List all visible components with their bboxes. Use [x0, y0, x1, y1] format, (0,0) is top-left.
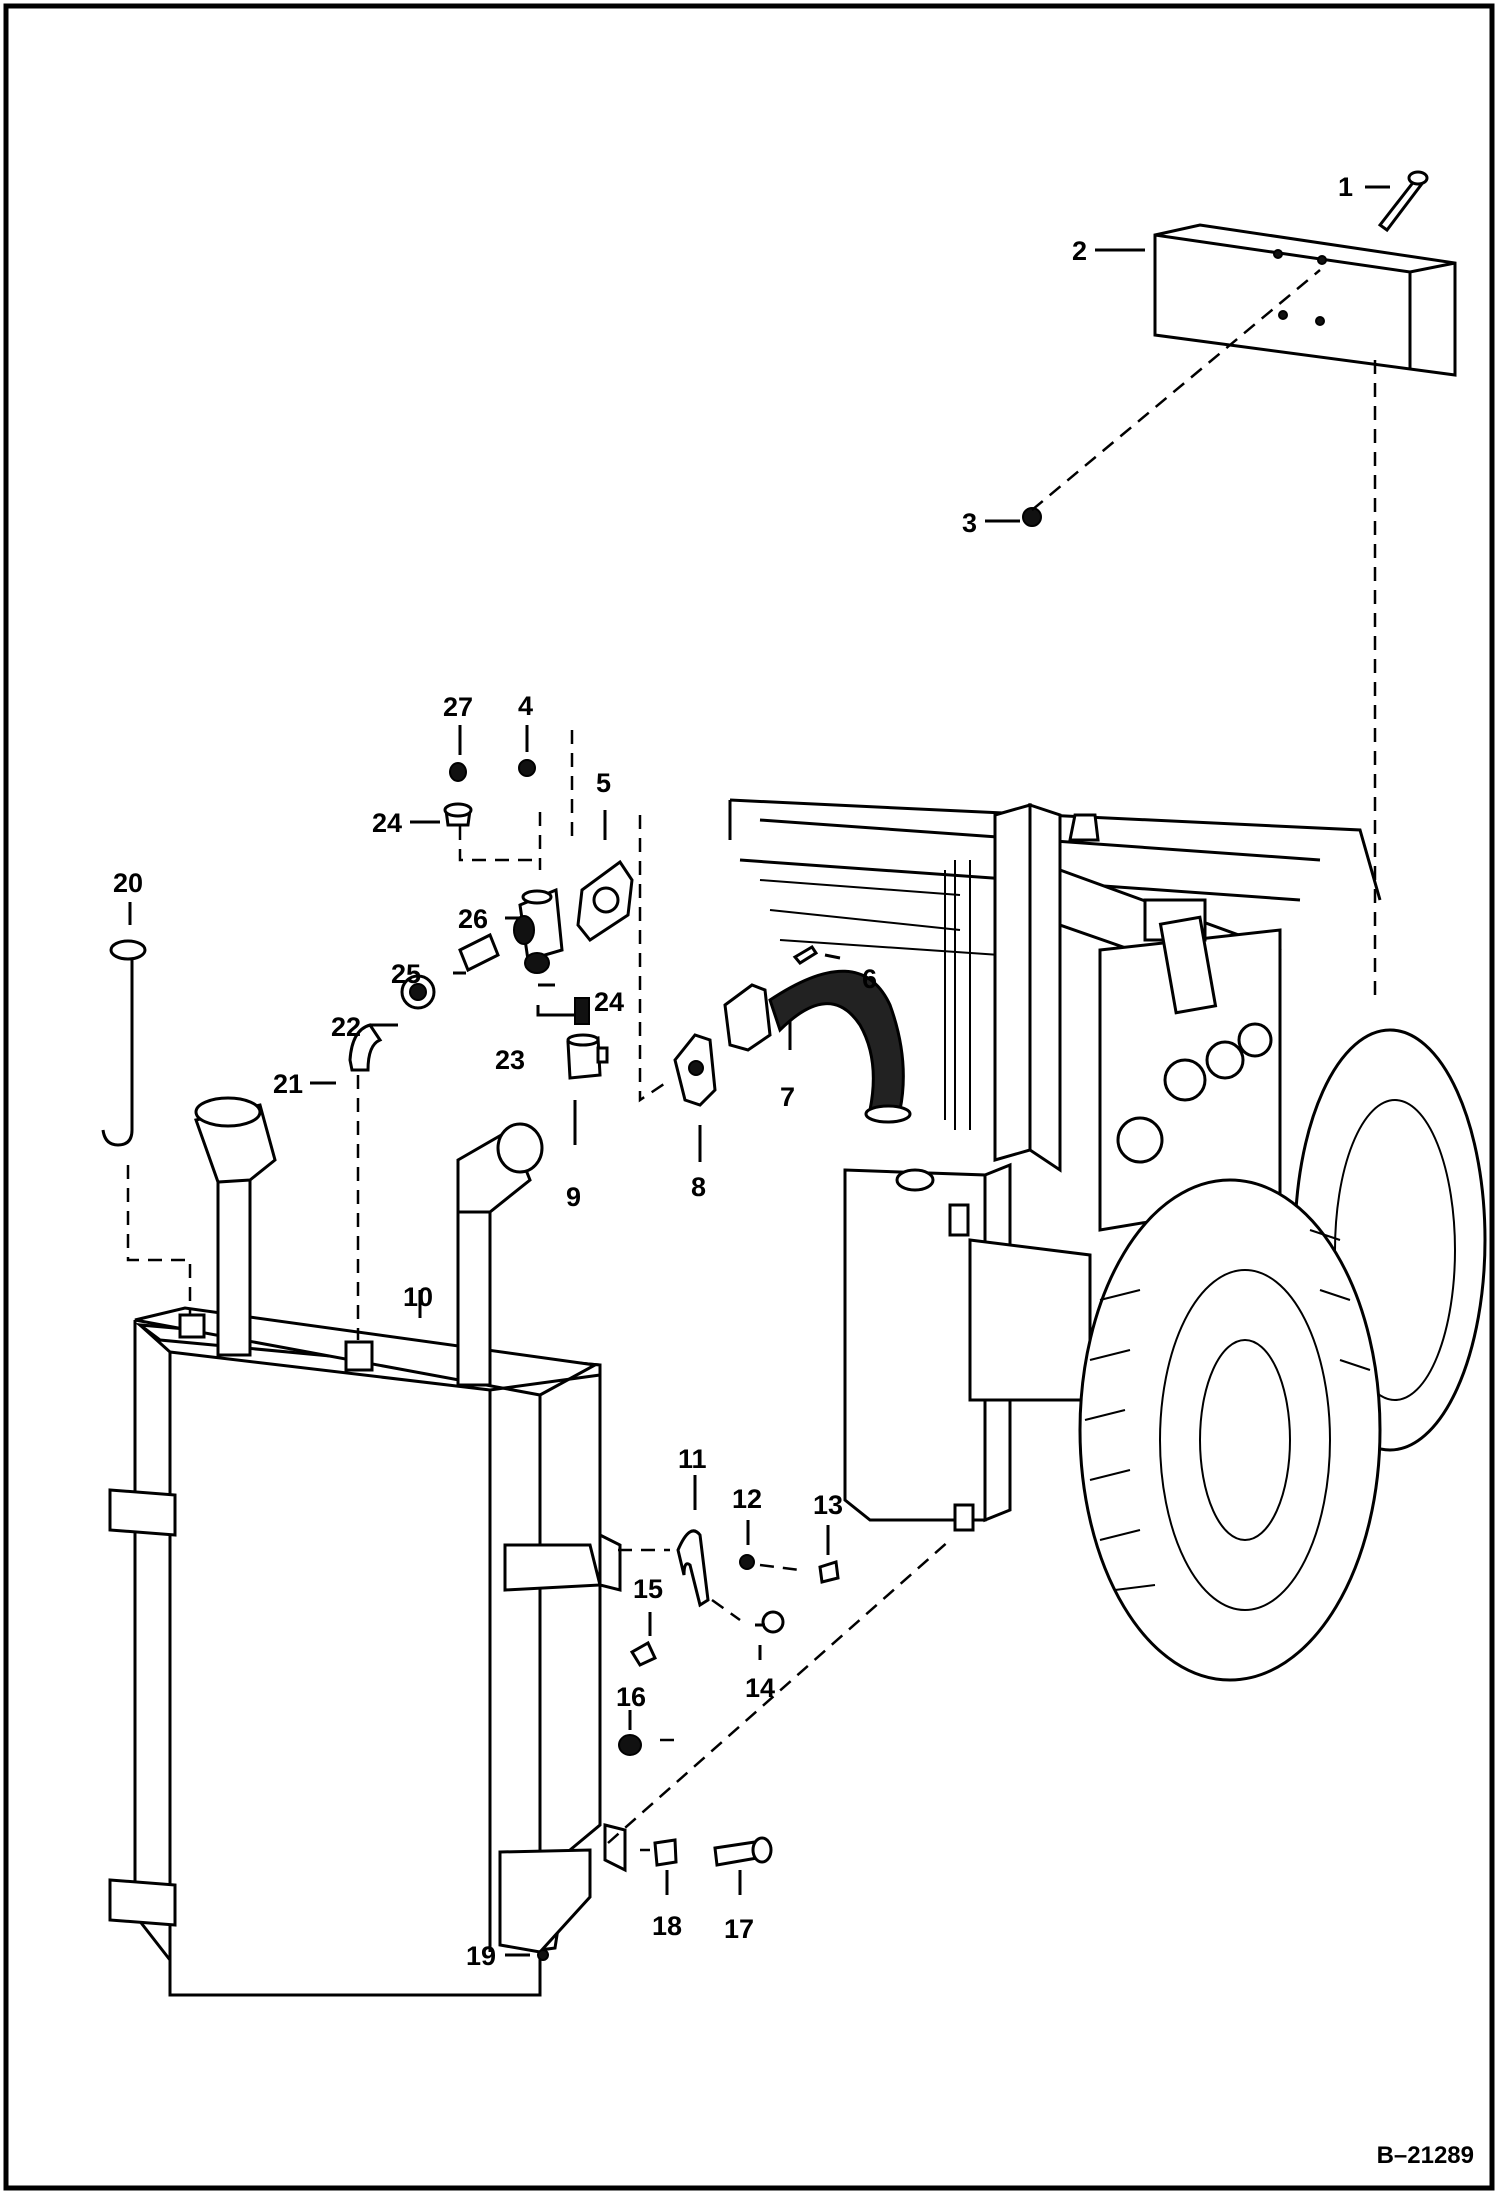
small-parts — [101, 759, 912, 1961]
callout-6: 6 — [862, 964, 877, 994]
leader-lines — [128, 185, 1390, 1957]
page-border — [3, 3, 1495, 2191]
bolt-1 — [1377, 170, 1429, 233]
callout-27: 27 — [443, 692, 473, 722]
callout-1: 1 — [1338, 172, 1353, 202]
callout-9: 9 — [566, 1182, 581, 1212]
drawing-reference-number: B–21289 — [1377, 2142, 1474, 2169]
callout-12: 12 — [732, 1484, 762, 1514]
callout-16: 16 — [616, 1682, 646, 1712]
assembly-lines — [126, 269, 1377, 1852]
callout-25: 25 — [391, 959, 421, 989]
callout-3: 3 — [962, 508, 977, 538]
callout-22: 22 — [331, 1012, 361, 1042]
callout-labels: 1 2 3 4 5 6 7 8 9 10 11 12 13 14 15 16 1… — [113, 172, 1353, 1971]
callout-4: 4 — [518, 691, 533, 721]
muffler — [108, 1096, 627, 1997]
loader-frame — [728, 798, 1487, 1682]
callout-17: 17 — [724, 1914, 754, 1944]
callout-2: 2 — [1072, 236, 1087, 266]
callout-5: 5 — [596, 768, 611, 798]
callout-15: 15 — [633, 1574, 663, 1604]
callout-18: 18 — [652, 1911, 682, 1941]
callout-7: 7 — [780, 1082, 795, 1112]
callout-24-upper: 24 — [372, 808, 402, 838]
counterweight-plate — [1153, 223, 1457, 377]
callout-10: 10 — [403, 1282, 433, 1312]
callout-19: 19 — [466, 1941, 496, 1971]
nut-3 — [1022, 507, 1042, 527]
callout-21: 21 — [273, 1069, 303, 1099]
callout-23: 23 — [495, 1045, 525, 1075]
callout-8: 8 — [691, 1172, 706, 1202]
callout-24-lower: 24 — [594, 987, 624, 1017]
callout-14: 14 — [745, 1673, 775, 1703]
callout-20: 20 — [113, 868, 143, 898]
callout-26: 26 — [458, 904, 488, 934]
callout-11: 11 — [678, 1444, 707, 1474]
callout-13: 13 — [813, 1490, 843, 1520]
